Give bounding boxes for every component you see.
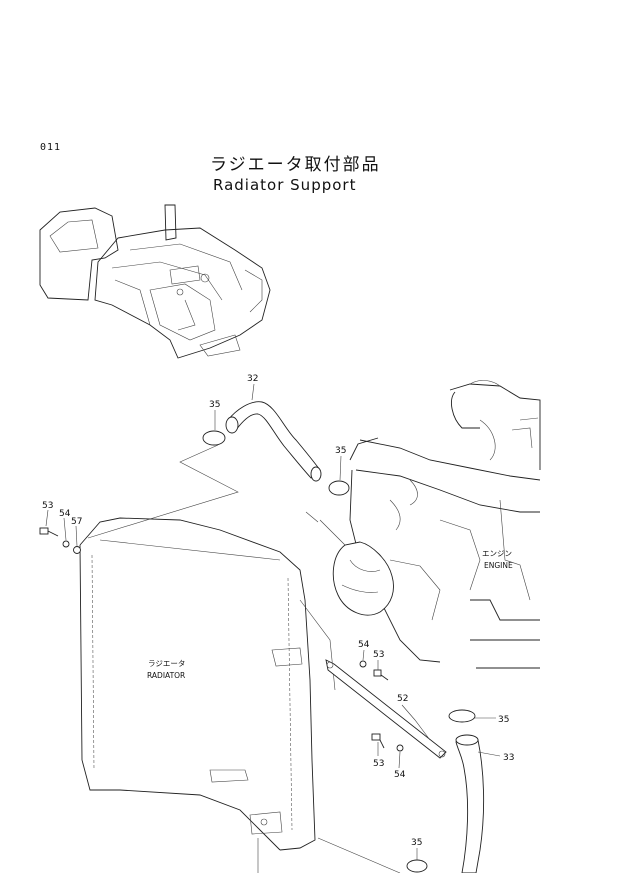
- hose-clamp: [448, 709, 476, 723]
- callout-35: 35: [335, 446, 346, 456]
- engine-label-en: ENGINE: [484, 561, 513, 570]
- bolt: [371, 733, 385, 749]
- callout-53: 53: [373, 650, 384, 660]
- leader-line: [87, 444, 239, 539]
- callout-33: 33: [503, 753, 514, 763]
- radiator-label-en: RADIATOR: [147, 671, 185, 680]
- hose-clamp: [202, 430, 226, 446]
- hose-clamp: [406, 859, 428, 873]
- title-english: Radiator Support: [213, 176, 357, 194]
- callout-52: 52: [397, 694, 408, 704]
- callout-53: 53: [373, 759, 384, 769]
- callout-57: 57: [71, 517, 82, 527]
- radiator-core: [79, 517, 401, 873]
- lower-hose-33: [455, 734, 485, 873]
- callout-54: 54: [59, 509, 71, 519]
- radiator-stay-52: [325, 659, 447, 759]
- spring-washer: [396, 744, 404, 752]
- plain-washer: [73, 546, 81, 554]
- callout-32: 32: [247, 374, 258, 384]
- callout-35: 35: [209, 400, 220, 410]
- radiator-label-jp: ラジエータ: [148, 659, 185, 668]
- spring-washer: [62, 540, 70, 548]
- bolt: [373, 669, 389, 681]
- callout-35: 35: [411, 838, 422, 848]
- bolt: [39, 527, 59, 537]
- engine-label-jp: エンジン: [482, 549, 512, 558]
- callout-53: 53: [42, 501, 53, 511]
- upper-hose-32: [225, 401, 322, 482]
- callout-54: 54: [394, 770, 406, 780]
- callout-54: 54: [358, 640, 370, 650]
- page-number: 011: [40, 142, 62, 153]
- hose-clamp: [328, 480, 350, 496]
- excavator-overview-illustration: [39, 204, 271, 359]
- title-japanese: ラジエータ取付部品: [210, 155, 381, 175]
- callout-35: 35: [498, 715, 509, 725]
- spring-washer: [359, 660, 367, 668]
- engine-block: [349, 380, 541, 669]
- cooling-fan: [305, 511, 394, 616]
